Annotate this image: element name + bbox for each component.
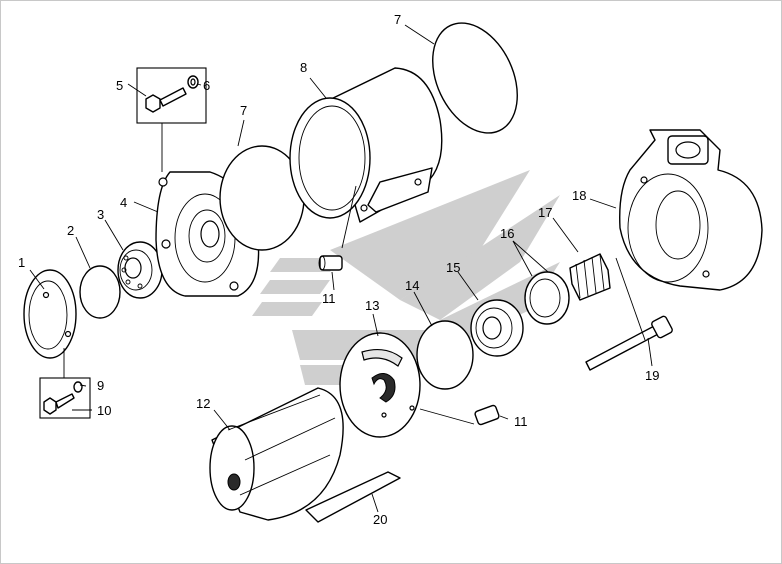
callout-20: 20 bbox=[373, 512, 387, 527]
part-9-10-bolt-washer bbox=[39, 377, 91, 419]
callout-19: 19 bbox=[645, 368, 659, 383]
callout-17: 17 bbox=[538, 205, 552, 220]
callout-9: 9 bbox=[97, 378, 104, 393]
part-3-bearing bbox=[117, 241, 163, 299]
callout-7-left: 7 bbox=[240, 103, 247, 118]
callout-16: 16 bbox=[500, 226, 514, 241]
callout-11-upper: 11 bbox=[322, 291, 336, 306]
callout-2: 2 bbox=[67, 223, 74, 238]
callout-1: 1 bbox=[18, 255, 25, 270]
part-7-ring-right bbox=[432, 22, 518, 134]
callout-14: 14 bbox=[405, 278, 419, 293]
callout-8: 8 bbox=[300, 60, 307, 75]
part-20-vane bbox=[305, 471, 401, 523]
part-5-6-bolt-washer bbox=[136, 67, 207, 124]
callout-6: 6 bbox=[203, 78, 210, 93]
part-11-pin-lower bbox=[474, 404, 500, 426]
part-11-pin-upper bbox=[318, 255, 343, 271]
callout-5: 5 bbox=[116, 78, 123, 93]
callout-13: 13 bbox=[365, 298, 379, 313]
callout-12: 12 bbox=[196, 396, 210, 411]
part-12-rotor bbox=[209, 387, 344, 521]
part-2-o-ring bbox=[79, 265, 121, 319]
leader-lines bbox=[29, 24, 653, 513]
callout-15: 15 bbox=[446, 260, 460, 275]
callout-11-lower: 11 bbox=[514, 414, 528, 429]
callout-3: 3 bbox=[97, 207, 104, 222]
part-13-plate bbox=[339, 332, 421, 438]
part-19-long-bolt bbox=[585, 315, 673, 371]
part-14-ring bbox=[416, 320, 474, 390]
callout-10: 10 bbox=[97, 403, 111, 418]
part-15-bearing bbox=[470, 299, 524, 357]
part-18-end-housing bbox=[619, 129, 763, 291]
callout-18: 18 bbox=[572, 188, 586, 203]
callout-7-right: 7 bbox=[394, 12, 401, 27]
part-8-housing bbox=[289, 67, 443, 223]
part-16-seal bbox=[524, 271, 570, 325]
part-17-gear bbox=[569, 253, 611, 301]
callout-labels: 1 2 3 4 5 6 7 8 7 9 10 11 12 13 14 15 16… bbox=[18, 12, 659, 527]
part-1-end-cover bbox=[23, 269, 77, 359]
callout-4: 4 bbox=[120, 195, 127, 210]
